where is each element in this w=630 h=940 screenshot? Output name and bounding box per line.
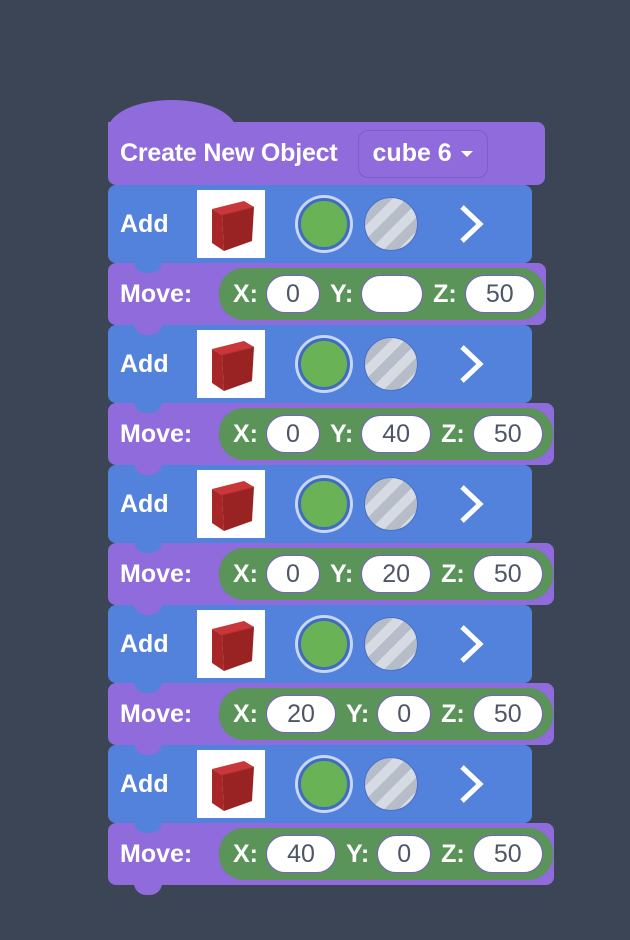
- xyz-vector: X: 0 Y: 40 Z: 50: [218, 407, 554, 461]
- move-label: Move:: [120, 699, 193, 728]
- object-dropdown-value: cube 6: [372, 139, 452, 167]
- texture-swatch[interactable]: [364, 197, 418, 251]
- y-label: Y:: [330, 279, 354, 308]
- move-block[interactable]: Move: X: 0 Y: Z: 50: [108, 263, 546, 335]
- block-notch: [134, 261, 162, 273]
- move-label: Move:: [120, 839, 193, 868]
- color-swatch[interactable]: [298, 198, 350, 250]
- add-block[interactable]: Add: [108, 325, 532, 413]
- z-input[interactable]: 50: [472, 415, 543, 453]
- color-swatch[interactable]: [298, 478, 350, 530]
- red-cube-icon: [212, 621, 255, 671]
- move-block[interactable]: Move: X: 0 Y: 40 Z: 50: [108, 403, 554, 475]
- texture-swatch[interactable]: [364, 477, 418, 531]
- x-input[interactable]: 0: [266, 415, 320, 453]
- create-new-object-block[interactable]: Create New Object cube 6: [108, 122, 545, 195]
- block-notch: [134, 541, 162, 553]
- chevron-right-icon[interactable]: [458, 344, 484, 384]
- color-swatch[interactable]: [298, 338, 350, 390]
- red-cube-icon: [212, 201, 255, 251]
- add-label: Add: [120, 489, 169, 518]
- y-input[interactable]: [361, 275, 424, 313]
- xyz-vector: X: 40 Y: 0 Z: 50: [218, 827, 554, 881]
- add-label: Add: [120, 769, 169, 798]
- add-block[interactable]: Add: [108, 745, 532, 833]
- y-input[interactable]: 0: [377, 835, 432, 873]
- block-notch: [134, 883, 162, 895]
- xyz-vector: X: 20 Y: 0 Z: 50: [218, 687, 554, 741]
- xyz-vector: X: 0 Y: Z: 50: [218, 267, 546, 321]
- move-label: Move:: [120, 419, 193, 448]
- color-swatch[interactable]: [298, 758, 350, 810]
- y-label: Y:: [330, 559, 354, 588]
- block-notch: [134, 463, 162, 475]
- z-label: Z:: [441, 699, 465, 728]
- add-label: Add: [120, 629, 169, 658]
- z-label: Z:: [441, 559, 465, 588]
- z-input[interactable]: 50: [464, 275, 535, 313]
- y-label: Y:: [346, 839, 370, 868]
- xyz-vector: X: 0 Y: 20 Z: 50: [218, 547, 554, 601]
- x-input[interactable]: 40: [266, 835, 336, 873]
- x-label: X:: [233, 699, 258, 728]
- y-label: Y:: [330, 419, 354, 448]
- x-input[interactable]: 0: [266, 275, 320, 313]
- create-new-object-label: Create New Object: [120, 139, 338, 167]
- x-label: X:: [233, 559, 258, 588]
- red-cube-icon: [212, 481, 255, 531]
- red-cube-icon: [212, 341, 255, 391]
- block-notch: [134, 743, 162, 755]
- move-label: Move:: [120, 279, 193, 308]
- block-notch: [134, 603, 162, 615]
- chevron-right-icon[interactable]: [458, 764, 484, 804]
- x-input[interactable]: 20: [266, 695, 336, 733]
- object-dropdown[interactable]: cube 6: [357, 129, 488, 178]
- x-label: X:: [233, 279, 258, 308]
- z-input[interactable]: 50: [472, 835, 543, 873]
- object-thumbnail[interactable]: [197, 470, 265, 538]
- z-input[interactable]: 50: [472, 695, 543, 733]
- chevron-right-icon[interactable]: [458, 484, 484, 524]
- add-label: Add: [120, 209, 169, 238]
- y-input[interactable]: 20: [361, 555, 432, 593]
- z-label: Z:: [433, 279, 457, 308]
- x-input[interactable]: 0: [266, 555, 320, 593]
- chevron-right-icon[interactable]: [458, 624, 484, 664]
- x-label: X:: [233, 839, 258, 868]
- y-input[interactable]: 0: [377, 695, 432, 733]
- y-label: Y:: [346, 699, 370, 728]
- texture-swatch[interactable]: [364, 337, 418, 391]
- add-block[interactable]: Add: [108, 465, 532, 553]
- texture-swatch[interactable]: [364, 757, 418, 811]
- block-notch: [134, 401, 162, 413]
- object-thumbnail[interactable]: [197, 610, 265, 678]
- add-block[interactable]: Add: [108, 185, 532, 273]
- add-label: Add: [120, 349, 169, 378]
- object-thumbnail[interactable]: [197, 190, 265, 258]
- z-label: Z:: [441, 839, 465, 868]
- move-label: Move:: [120, 559, 193, 588]
- chevron-right-icon[interactable]: [458, 204, 484, 244]
- add-block[interactable]: Add: [108, 605, 532, 693]
- block-notch: [134, 681, 162, 693]
- move-block[interactable]: Move: X: 0 Y: 20 Z: 50: [108, 543, 554, 615]
- caret-down-icon: [460, 150, 473, 157]
- texture-swatch[interactable]: [364, 617, 418, 671]
- block-notch: [134, 323, 162, 335]
- object-thumbnail[interactable]: [197, 330, 265, 398]
- move-block[interactable]: Move: X: 40 Y: 0 Z: 50: [108, 823, 554, 895]
- z-input[interactable]: 50: [472, 555, 543, 593]
- move-block[interactable]: Move: X: 20 Y: 0 Z: 50: [108, 683, 554, 755]
- y-input[interactable]: 40: [361, 415, 432, 453]
- object-thumbnail[interactable]: [197, 750, 265, 818]
- color-swatch[interactable]: [298, 618, 350, 670]
- block-notch: [134, 821, 162, 833]
- red-cube-icon: [212, 761, 255, 811]
- z-label: Z:: [441, 419, 465, 448]
- x-label: X:: [233, 419, 258, 448]
